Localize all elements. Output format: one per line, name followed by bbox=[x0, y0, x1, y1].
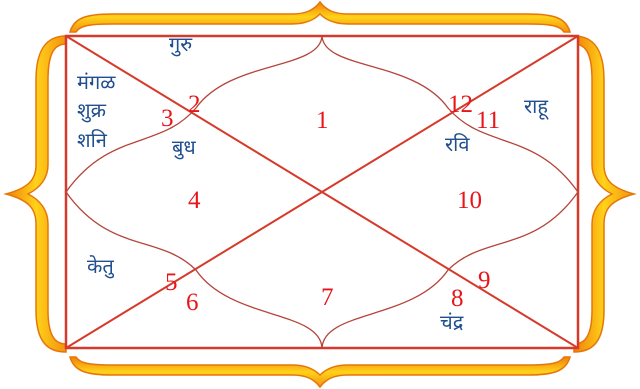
bottom-brace bbox=[69, 356, 571, 389]
planet-ketu: केतु bbox=[87, 254, 114, 278]
house-number-11: 11 bbox=[476, 107, 501, 134]
diagonal-2 bbox=[65, 35, 579, 349]
planet-shukra: शुक्र bbox=[77, 98, 106, 122]
house-number-7: 7 bbox=[321, 284, 334, 311]
house-number-1: 1 bbox=[316, 107, 329, 134]
inner-diamond bbox=[65, 35, 579, 349]
house-number-6: 6 bbox=[186, 289, 199, 316]
planet-shani: शनि bbox=[77, 128, 107, 152]
planet-ravi: रवि bbox=[445, 132, 470, 156]
house-number-8: 8 bbox=[451, 285, 464, 312]
planet-chandra: चंद्र bbox=[440, 310, 464, 334]
planet-rahu: राहू bbox=[524, 94, 548, 118]
house-number-9: 9 bbox=[478, 267, 491, 294]
house-number-5: 5 bbox=[165, 269, 178, 296]
left-brace bbox=[3, 35, 67, 353]
planet-mangal: मंगळ bbox=[77, 70, 116, 94]
right-brace bbox=[573, 35, 637, 353]
top-brace bbox=[69, 0, 571, 33]
planet-guru: गुरु bbox=[169, 32, 193, 56]
house-number-10: 10 bbox=[457, 187, 482, 214]
house-number-4: 4 bbox=[188, 187, 201, 214]
planet-budh: बुध bbox=[172, 135, 196, 159]
house-number-3: 3 bbox=[161, 105, 174, 132]
house-number-2: 2 bbox=[188, 91, 201, 118]
house-number-12: 12 bbox=[448, 91, 473, 118]
